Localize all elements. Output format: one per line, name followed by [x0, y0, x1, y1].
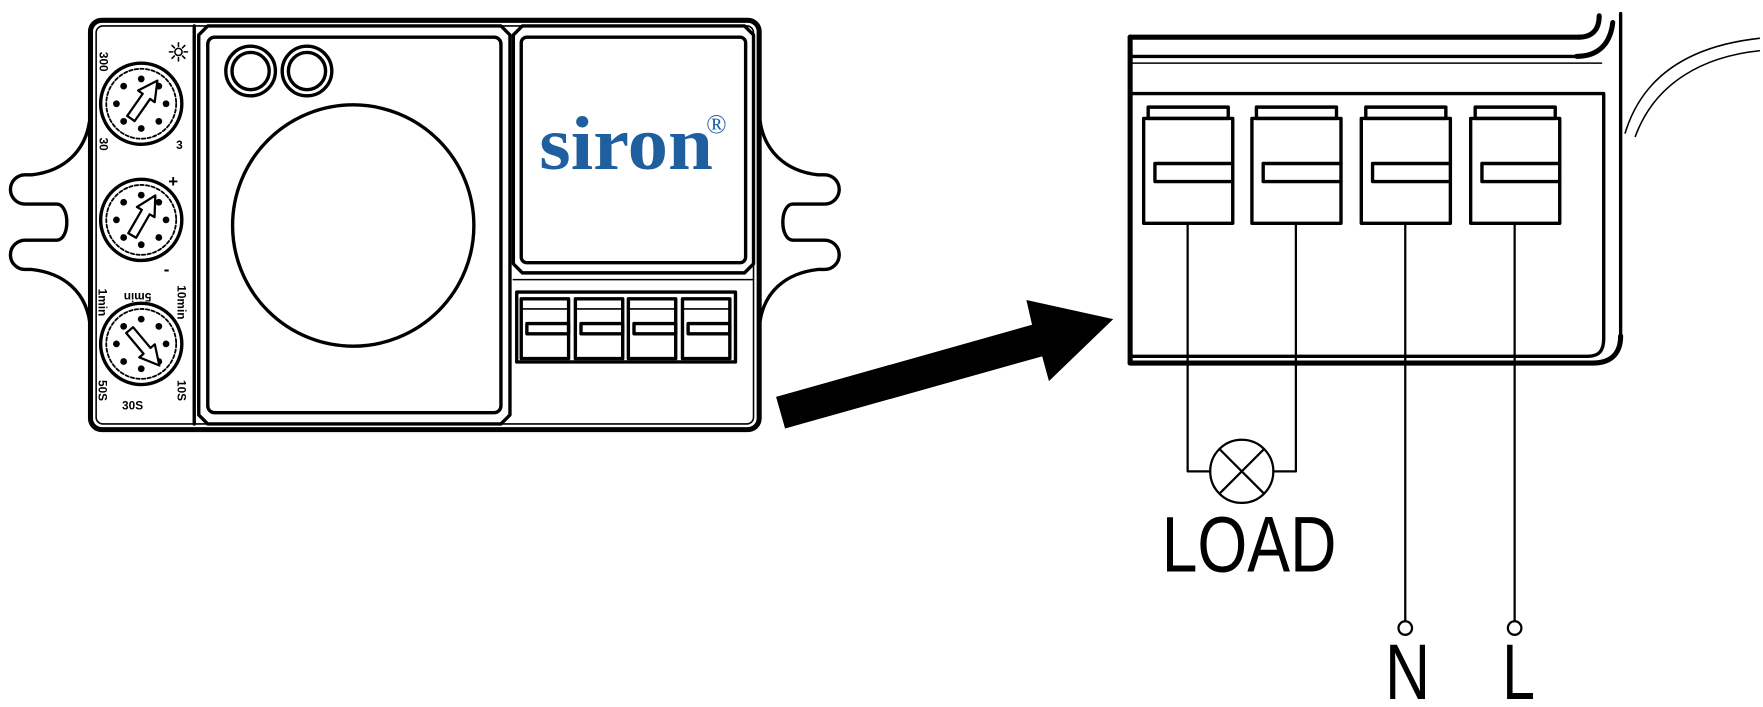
light-level-dial	[98, 61, 184, 147]
load-label: LOAD	[1162, 501, 1337, 589]
sensor-lens	[230, 103, 476, 348]
terminal-4	[1468, 105, 1562, 225]
time-label-4: 50S	[95, 380, 109, 401]
dial-outer-ring	[98, 177, 184, 263]
dial-outer-ring	[98, 301, 184, 387]
brand-logo: siron	[539, 101, 713, 186]
time-label-1: 1min	[95, 289, 109, 317]
dial-knurl-ring	[105, 67, 178, 140]
time-label-5: 30S	[122, 398, 143, 412]
live-terminal-point	[1506, 620, 1523, 636]
time-label-2: 5min	[124, 290, 152, 304]
load-wire-2	[1272, 222, 1298, 473]
logo-panel-frame	[511, 24, 756, 275]
terminal-block-frame	[515, 290, 738, 364]
module-body-outline	[87, 17, 762, 433]
light-label-mid: 30	[97, 138, 111, 152]
left-mounting-ear	[8, 111, 93, 331]
dial-pointer-arrow-icon	[126, 79, 159, 123]
housing-lip-curve	[1576, 13, 1602, 40]
lens-panel	[197, 24, 512, 426]
sensitivity-dial	[98, 177, 184, 263]
lamp-icon	[1209, 438, 1275, 505]
dial-outer-ring	[98, 61, 184, 147]
housing-bottom-edge	[1127, 333, 1624, 366]
neutral-label: N	[1385, 628, 1430, 707]
zoom-arrow-icon	[776, 299, 1114, 429]
terminal-detail-view: LOAD N L	[1127, 11, 1761, 707]
terminal-2	[1250, 105, 1343, 225]
hold-time-dial	[98, 301, 184, 387]
led-indicator-right	[280, 44, 334, 98]
lens-panel-frame	[197, 24, 512, 426]
terminal-3	[1359, 105, 1453, 225]
dial-knurl-ring	[105, 184, 178, 256]
registered-mark: ®	[706, 109, 727, 139]
neutral-terminal-point	[1397, 620, 1414, 636]
light-label-high: 300	[97, 52, 111, 72]
logo-panel: siron ®	[511, 24, 756, 275]
sun-icon	[168, 42, 189, 62]
terminal-small-2	[573, 297, 625, 361]
live-label: L	[1502, 628, 1535, 707]
load-wire-1	[1186, 222, 1212, 473]
light-label-low: 3	[176, 138, 183, 152]
dial-knurl-ring	[105, 308, 178, 380]
terminal-1	[1141, 105, 1235, 225]
dial-holes	[113, 191, 170, 249]
led-indicator-left	[224, 44, 278, 98]
sensor-cable-edge	[1634, 49, 1761, 138]
terminal-bay-outline	[1128, 91, 1606, 359]
time-label-3: 10min	[174, 285, 188, 319]
terminal-small-4	[680, 297, 732, 361]
dial-pointer-arrow-icon	[127, 194, 157, 239]
sensor-cable	[1624, 37, 1761, 134]
terminal-block-small	[512, 278, 755, 364]
dial-pointer-arrow-icon	[125, 326, 161, 367]
lens-panel-inner	[206, 35, 503, 415]
sensitivity-plus-label: +	[168, 172, 178, 191]
dial-holes	[113, 75, 170, 132]
right-mounting-ear	[757, 111, 841, 331]
time-label-6: 10S	[174, 380, 188, 401]
terminal-small-1	[519, 297, 571, 361]
sensitivity-minus-label: -	[164, 260, 170, 279]
housing-lip-curve-inner	[1574, 20, 1616, 59]
sensor-module: 300 30 3 + -	[8, 17, 841, 433]
logo-panel-inner	[519, 35, 748, 265]
terminal-small-3	[626, 297, 678, 361]
